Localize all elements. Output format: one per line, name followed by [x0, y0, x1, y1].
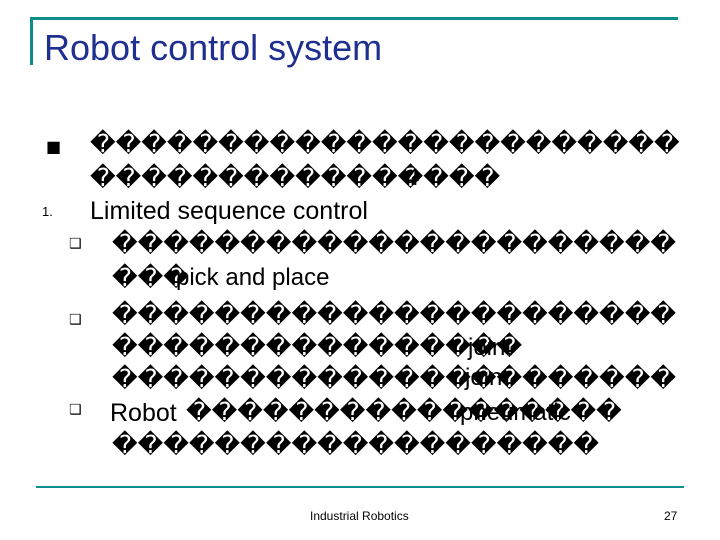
- footer-divider: [36, 486, 684, 488]
- sub-bullet-2-joint-label-2: joint: [465, 364, 510, 391]
- sub-bullet-2-icon: ❑: [69, 312, 82, 328]
- sub-bullet-1-icon: ❑: [69, 236, 82, 252]
- page-number: 27: [664, 509, 678, 523]
- bullet-line-2-number: 4: [406, 164, 420, 191]
- pick-and-place-text: pick and place: [176, 264, 330, 291]
- slide-title: Robot control system: [44, 27, 383, 68]
- sub-bullet-2-line-1: ����������������������: [112, 300, 676, 329]
- sub-bullet-3-icon: ❑: [69, 402, 82, 418]
- pneumatic-text: pneumatic: [460, 399, 571, 426]
- sub-bullet-3-line-1: �����������������: [186, 397, 622, 426]
- footer-course-title: Industrial Robotics: [310, 509, 409, 523]
- sub-bullet-2-joint-label-1: joint: [468, 334, 513, 361]
- sub-bullet-3-line-2: �������������������: [112, 430, 600, 459]
- numbered-bullet: 1.: [42, 204, 53, 219]
- robot-word: Robot: [110, 399, 177, 427]
- title-frame-top-border: [30, 17, 678, 20]
- bullet-line-2: ����������������: [90, 163, 501, 192]
- limited-sequence-control-heading: Limited sequence control: [90, 197, 368, 225]
- square-bullet-icon: ■: [46, 137, 62, 156]
- sub-bullet-1-line-2-prefix: ���: [112, 263, 189, 292]
- bullet-line-1: �����������������������: [90, 129, 680, 158]
- sub-bullet-2-line-2: ����������������: [112, 332, 523, 361]
- sub-bullet-2-line-3: ����������������������: [112, 364, 676, 393]
- title-frame-left-border: [30, 17, 33, 65]
- sub-bullet-1-line-1: ����������������������: [112, 229, 676, 258]
